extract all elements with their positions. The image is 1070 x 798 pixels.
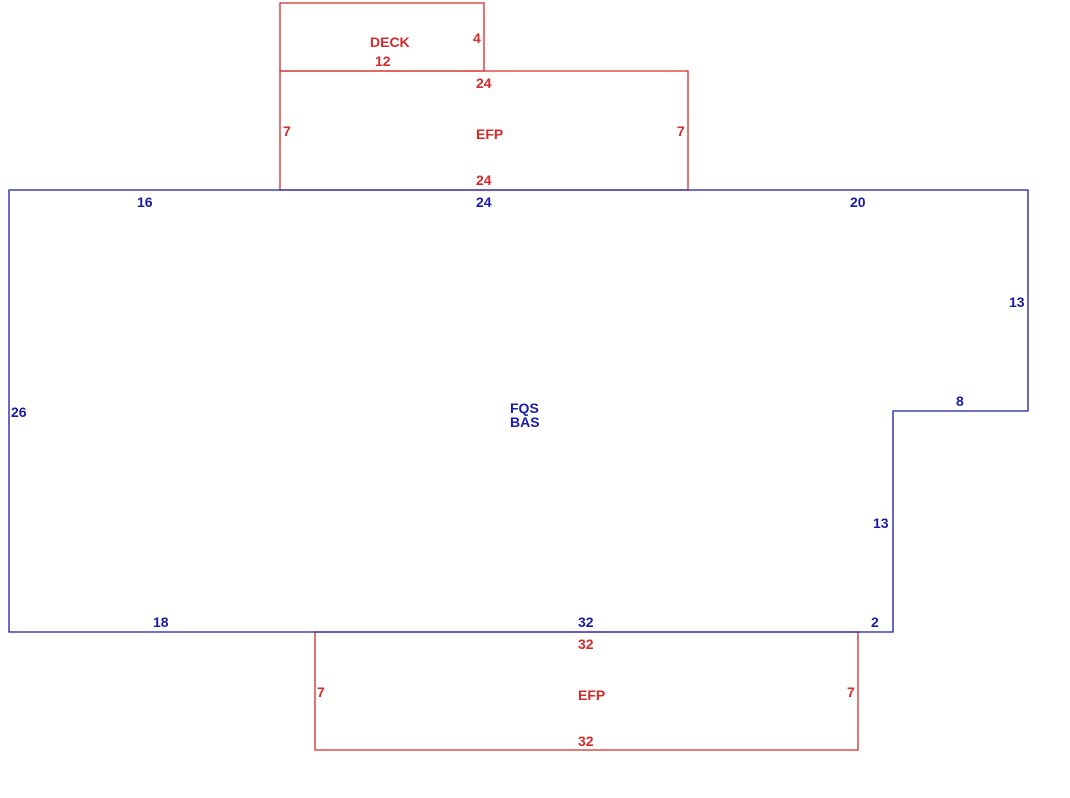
porch-bottom-code: EFP bbox=[578, 687, 605, 703]
porch-bottom-bottom-label: 32 bbox=[578, 733, 594, 749]
porch-bottom-top-label: 32 bbox=[578, 636, 594, 652]
main-top-right-label: 20 bbox=[850, 194, 866, 210]
main-left-label: 26 bbox=[11, 404, 27, 420]
main-notch-side-label: 13 bbox=[873, 515, 889, 531]
porch-bottom-area: EFP 32 32 7 7 bbox=[314, 631, 859, 751]
deck-code: DECK bbox=[370, 34, 410, 50]
porch-top-code: EFP bbox=[476, 126, 503, 142]
main-bottom-center-label: 32 bbox=[578, 614, 594, 630]
deck-area: DECK 12 4 bbox=[279, 2, 485, 72]
porch-top-bottom-label: 24 bbox=[476, 172, 492, 188]
main-structure-area: FQS BAS 16 24 20 13 8 13 26 18 32 2 bbox=[8, 189, 1029, 633]
main-top-left-label: 16 bbox=[137, 194, 153, 210]
porch-top-top-label: 24 bbox=[476, 75, 492, 91]
porch-bottom-left-label: 7 bbox=[317, 684, 325, 700]
porch-bottom-right-label: 7 bbox=[847, 684, 855, 700]
main-bottom-right-label: 2 bbox=[871, 614, 879, 630]
main-top-center-label: 24 bbox=[476, 194, 492, 210]
main-structure-outline bbox=[8, 189, 1029, 633]
deck-width-label: 12 bbox=[375, 53, 391, 69]
main-right-upper-label: 13 bbox=[1009, 294, 1025, 310]
porch-top-right-label: 7 bbox=[677, 123, 685, 139]
main-bottom-left-label: 18 bbox=[153, 614, 169, 630]
porch-top-left-label: 7 bbox=[283, 123, 291, 139]
main-notch-top-label: 8 bbox=[956, 393, 964, 409]
porch-top-area: EFP 24 24 7 7 bbox=[279, 70, 689, 191]
main-code-bas: BAS bbox=[510, 414, 540, 430]
deck-depth-label: 4 bbox=[473, 30, 481, 46]
main-code-fqs: FQS bbox=[510, 400, 539, 416]
